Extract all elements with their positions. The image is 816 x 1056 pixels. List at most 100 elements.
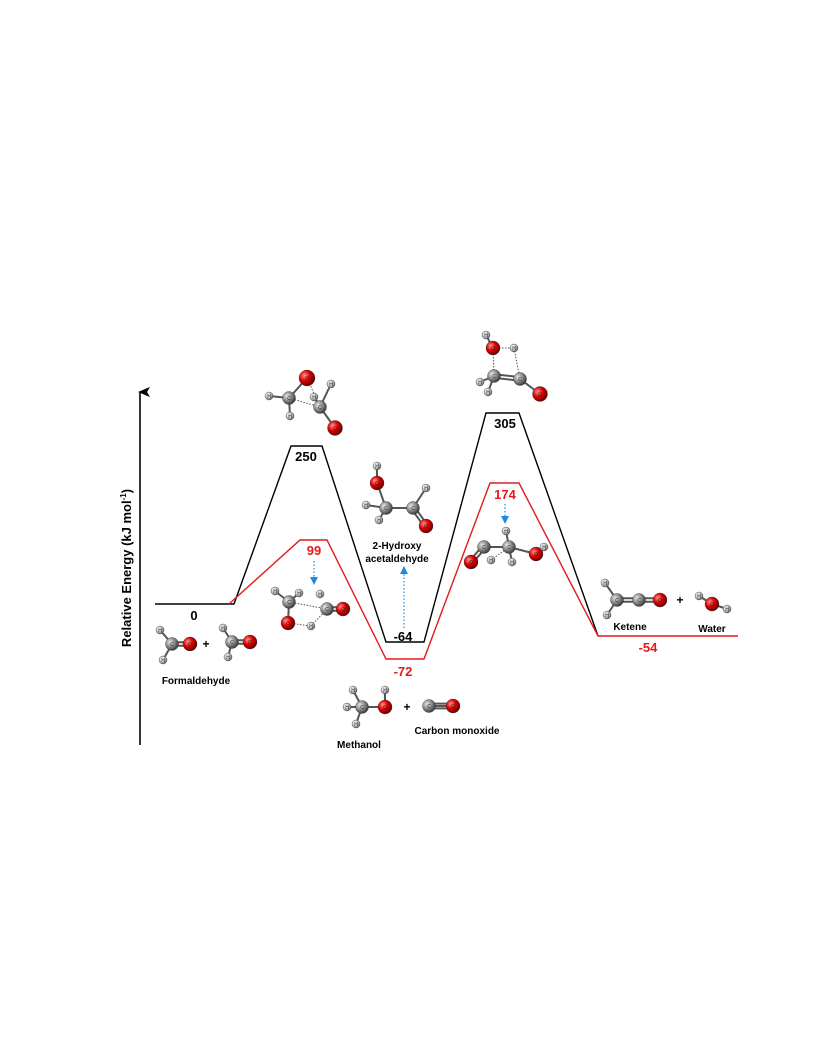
atom-letter: C — [325, 607, 329, 613]
y-axis-label: Relative Energy (kJ mol-1) — [119, 489, 134, 647]
carbon-atom — [487, 369, 501, 383]
hydrogen-atom — [694, 591, 704, 601]
atom-letter: O — [333, 426, 337, 432]
atom-letter: H — [478, 380, 482, 386]
atom-letter: H — [297, 591, 301, 597]
hydrogen-atom — [270, 586, 280, 596]
hydrogen-atom — [374, 515, 384, 525]
energy-label-ts2-black: 305 — [494, 416, 516, 431]
atom-letter: H — [424, 486, 428, 492]
atom-letter: H — [158, 628, 162, 634]
ketene-molecule: C C O H H — [600, 578, 668, 620]
hydrogen-atom — [486, 555, 496, 565]
atom-letter: H — [377, 518, 381, 524]
atom-letter: O — [658, 598, 662, 604]
atom-letter: C — [384, 506, 388, 512]
atom-letter: H — [329, 382, 333, 388]
oxygen-atom — [377, 699, 393, 715]
atom-letter: O — [710, 602, 714, 608]
carbon-atom — [632, 593, 646, 607]
carbon-atom — [477, 540, 491, 554]
forming-bond — [513, 347, 521, 380]
hydrogen-atom — [218, 623, 228, 633]
oxygen-atom — [418, 518, 434, 534]
hydrogen-atom — [475, 377, 485, 387]
hydrogen-atom — [361, 500, 371, 510]
hydrogen-atom — [348, 685, 358, 695]
label-formaldehyde: Formaldehyde — [162, 676, 231, 687]
atom-letter: H — [351, 688, 355, 694]
atom-letter: H — [504, 529, 508, 535]
label-methanol: Methanol — [337, 740, 381, 751]
atom-letter: O — [538, 392, 542, 398]
atom-letter: C — [287, 600, 291, 606]
hydrogen-atom — [285, 411, 295, 421]
atom-letter: C — [230, 640, 234, 646]
hydrogen-atom — [155, 625, 165, 635]
atom-letter: C — [427, 704, 431, 710]
hydrogen-atom — [501, 526, 511, 536]
atom-letter: H — [542, 545, 546, 551]
hydrogen-atom — [342, 702, 352, 712]
atom-letter: C — [615, 598, 619, 604]
oxygen-atom — [327, 420, 343, 436]
atom-letter: C — [507, 545, 511, 551]
hydrogen-atom — [326, 379, 336, 389]
atom-letter: H — [354, 722, 358, 728]
atom-letter: H — [486, 390, 490, 396]
label-water: Water — [698, 624, 726, 635]
atom-letter: O — [248, 640, 252, 646]
atom-letter: H — [309, 624, 313, 630]
atom-letter: H — [226, 655, 230, 661]
forming-bond — [288, 397, 321, 408]
atom-letter: O — [383, 705, 387, 711]
atom-letter: O — [534, 552, 538, 558]
label-hydroxyacetaldehyde-line1: 2-Hydroxy — [373, 541, 422, 552]
atom-letter: C — [637, 598, 641, 604]
atom-letter: C — [360, 705, 364, 711]
atom-letter: H — [375, 464, 379, 470]
atom-letter: O — [469, 560, 473, 566]
energy-label-ts1-black: 250 — [295, 449, 317, 464]
carbon-atom — [406, 501, 420, 515]
hydrogen-atom — [264, 391, 274, 401]
atom-letter: H — [512, 346, 516, 352]
carbon-atom — [313, 400, 327, 414]
atom-letter: C — [518, 377, 522, 383]
methanol-molecule: C O H H H H — [342, 685, 393, 729]
hydrogen-atom — [372, 461, 382, 471]
carbon-atom — [610, 593, 624, 607]
oxygen-atom — [335, 601, 351, 617]
hydrogen-atom — [602, 610, 612, 620]
oxygen-atom — [528, 546, 544, 562]
hydrogen-atom — [507, 557, 517, 567]
atom-letter: C — [287, 396, 291, 402]
carbon-atom — [379, 501, 393, 515]
forming-bond — [306, 377, 321, 408]
atom-letter: H — [345, 705, 349, 711]
atom-letter: O — [375, 481, 379, 487]
atom-letter: H — [221, 626, 225, 632]
energy-label-ts1-red: 99 — [307, 543, 321, 558]
oxygen-atom — [532, 386, 548, 402]
energy-label-ts2-red: 174 — [494, 487, 516, 502]
atom-letter: O — [188, 642, 192, 648]
hydrogen-atom — [600, 578, 610, 588]
atom-letter: H — [697, 594, 701, 600]
hydrogen-atom — [351, 719, 361, 729]
atom-letter: H — [383, 688, 387, 694]
atom-letter: H — [603, 581, 607, 587]
atom-letter: H — [318, 592, 322, 598]
energy-label-intermediate-black: -64 — [394, 629, 414, 644]
atom-letter: H — [273, 589, 277, 595]
atom-letter: H — [605, 613, 609, 619]
energy-label-intermediate-red: -72 — [394, 664, 413, 679]
hydrogen-atom — [481, 330, 491, 340]
hydrogen-atom — [722, 604, 732, 614]
formaldehyde-molecule-2: C O H H — [218, 623, 258, 662]
oxygen-atom — [242, 634, 258, 650]
